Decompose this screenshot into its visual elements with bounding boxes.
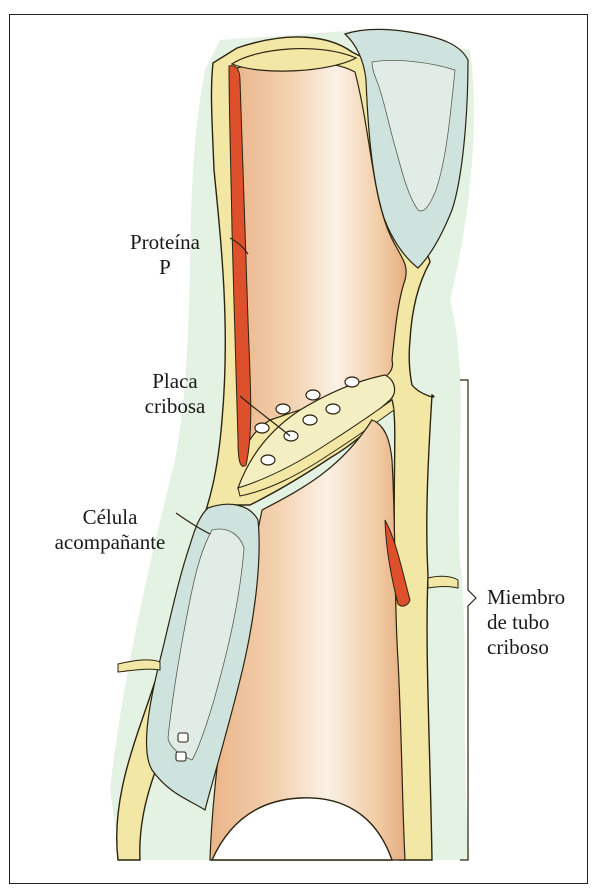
label-placa-line1: Placa xyxy=(120,369,230,394)
label-placa-cribosa: Placa cribosa xyxy=(120,369,230,419)
label-proteina-line2: P xyxy=(110,255,220,280)
label-miembro-line2: de tubo xyxy=(487,610,587,635)
label-proteina-p: Proteína P xyxy=(110,230,220,280)
label-proteina-line1: Proteína xyxy=(110,230,220,255)
label-miembro-line1: Miembro xyxy=(487,585,587,610)
label-celula-line1: Célula xyxy=(40,505,180,530)
label-celula-acompanante: Célula acompañante xyxy=(40,505,180,555)
label-miembro-tubo-criboso: Miembro de tubo criboso xyxy=(487,585,587,660)
label-celula-line2: acompañante xyxy=(40,530,180,555)
wall-junction-right xyxy=(428,576,458,588)
label-placa-line2: cribosa xyxy=(120,394,230,419)
label-miembro-line3: criboso xyxy=(487,635,587,660)
